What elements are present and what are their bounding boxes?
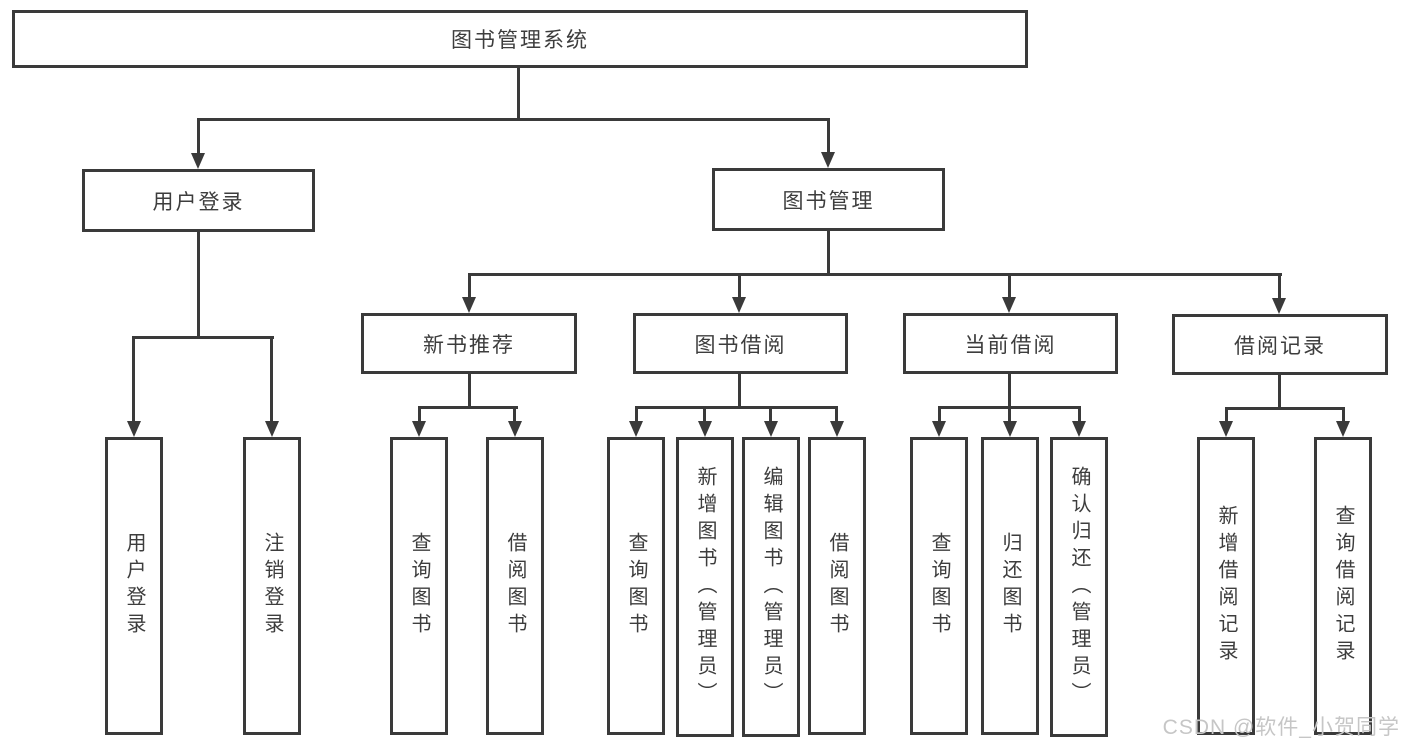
csdn-watermark: CSDN @软件_小贺同学 bbox=[1162, 716, 1400, 739]
leaf-borrow-book-1: 借阅图书 bbox=[486, 437, 544, 735]
arrowhead-icon bbox=[1003, 421, 1017, 437]
arrowhead-icon bbox=[821, 152, 835, 168]
leaf-query-book-2: 查询图书 bbox=[607, 437, 665, 735]
arrowhead-icon bbox=[1219, 421, 1233, 437]
leaf-add-book-label: 新增图书（管理员） bbox=[694, 465, 716, 709]
node-borrow-record-label: 借阅记录 bbox=[1234, 334, 1326, 358]
leaf-add-record: 新增借阅记录 bbox=[1197, 437, 1255, 735]
connector-vline bbox=[468, 373, 471, 409]
node-user-login: 用户登录 bbox=[82, 169, 315, 232]
connector-vline bbox=[132, 338, 135, 423]
node-user-login-label: 用户登录 bbox=[152, 190, 245, 214]
connector-vline bbox=[827, 120, 830, 156]
connector-vline bbox=[517, 67, 520, 119]
arrowhead-icon bbox=[830, 421, 844, 437]
connector-vline bbox=[270, 338, 273, 423]
leaf-edit-book-label: 编辑图书（管理员） bbox=[760, 465, 782, 709]
node-new-book-recommend-label: 新书推荐 bbox=[423, 333, 515, 357]
arrowhead-icon bbox=[508, 421, 522, 437]
connector-vline bbox=[835, 408, 838, 423]
node-root-label: 图书管理系统 bbox=[451, 29, 589, 52]
leaf-query-book-3: 查询图书 bbox=[910, 437, 968, 735]
connector-vline bbox=[197, 231, 200, 337]
arrowhead-icon bbox=[127, 421, 141, 437]
arrowhead-icon bbox=[764, 421, 778, 437]
leaf-edit-book: 编辑图书（管理员） bbox=[742, 437, 800, 737]
leaf-query-book-3-label: 查询图书 bbox=[928, 532, 950, 640]
connector-hline bbox=[938, 406, 1081, 409]
leaf-user-login: 用户登录 bbox=[105, 437, 163, 735]
connector-vline bbox=[769, 408, 772, 423]
node-book-borrow-label: 图书借阅 bbox=[694, 333, 787, 357]
connector-vline bbox=[513, 408, 516, 423]
leaf-query-book-2-label: 查询图书 bbox=[625, 532, 647, 640]
arrowhead-icon bbox=[732, 297, 746, 313]
leaf-borrow-book-2-label: 借阅图书 bbox=[826, 532, 848, 640]
leaf-return-book-label: 归还图书 bbox=[999, 532, 1021, 640]
arrowhead-icon bbox=[1072, 421, 1086, 437]
connector-vline bbox=[635, 408, 638, 423]
arrowhead-icon bbox=[1272, 298, 1286, 314]
connector-vline bbox=[1225, 409, 1228, 423]
connector-vline bbox=[418, 408, 421, 423]
arrowhead-icon bbox=[932, 421, 946, 437]
connector-vline bbox=[827, 230, 830, 275]
connector-hline bbox=[132, 336, 274, 339]
connector-vline bbox=[1008, 408, 1011, 423]
connector-hline bbox=[197, 118, 830, 121]
arrowhead-icon bbox=[265, 421, 279, 437]
connector-vline bbox=[1342, 409, 1345, 423]
node-book-management: 图书管理 bbox=[712, 168, 945, 231]
leaf-confirm-return-label: 确认归还（管理员） bbox=[1068, 465, 1090, 709]
connector-vline bbox=[1008, 373, 1011, 409]
leaf-borrow-book-2: 借阅图书 bbox=[808, 437, 866, 735]
connector-hline bbox=[1225, 407, 1345, 410]
arrowhead-icon bbox=[191, 153, 205, 169]
leaf-borrow-book-1-label: 借阅图书 bbox=[504, 532, 526, 640]
leaf-confirm-return: 确认归还（管理员） bbox=[1050, 437, 1108, 737]
leaf-add-book: 新增图书（管理员） bbox=[676, 437, 734, 737]
connector-hline bbox=[468, 273, 1282, 276]
leaf-query-record: 查询借阅记录 bbox=[1314, 437, 1372, 735]
leaf-query-record-label: 查询借阅记录 bbox=[1332, 505, 1354, 667]
connector-vline bbox=[468, 275, 471, 300]
connector-vline bbox=[197, 120, 200, 156]
leaf-logout-label: 注销登录 bbox=[261, 532, 283, 640]
leaf-return-book: 归还图书 bbox=[981, 437, 1039, 735]
connector-hline bbox=[418, 406, 518, 409]
leaf-user-login-label: 用户登录 bbox=[123, 532, 145, 640]
arrowhead-icon bbox=[629, 421, 643, 437]
connector-vline bbox=[938, 408, 941, 423]
node-current-borrow: 当前借阅 bbox=[903, 313, 1118, 374]
connector-vline bbox=[703, 408, 706, 423]
connector-vline bbox=[738, 275, 741, 300]
node-root: 图书管理系统 bbox=[12, 10, 1028, 68]
connector-hline bbox=[635, 406, 838, 409]
connector-vline bbox=[1278, 375, 1281, 410]
arrowhead-icon bbox=[1002, 297, 1016, 313]
node-current-borrow-label: 当前借阅 bbox=[964, 333, 1057, 357]
node-borrow-record: 借阅记录 bbox=[1172, 314, 1388, 375]
connector-vline bbox=[738, 373, 741, 409]
connector-vline bbox=[1078, 408, 1081, 423]
leaf-logout: 注销登录 bbox=[243, 437, 301, 735]
node-book-borrow: 图书借阅 bbox=[633, 313, 848, 374]
connector-vline bbox=[1008, 275, 1011, 300]
node-book-management-label: 图书管理 bbox=[782, 189, 875, 213]
arrowhead-icon bbox=[1336, 421, 1350, 437]
leaf-query-book-1-label: 查询图书 bbox=[408, 532, 430, 640]
arrowhead-icon bbox=[698, 421, 712, 437]
leaf-add-record-label: 新增借阅记录 bbox=[1215, 505, 1237, 667]
connector-vline bbox=[1278, 275, 1281, 300]
node-new-book-recommend: 新书推荐 bbox=[361, 313, 577, 374]
arrowhead-icon bbox=[462, 297, 476, 313]
arrowhead-icon bbox=[412, 421, 426, 437]
leaf-query-book-1: 查询图书 bbox=[390, 437, 448, 735]
